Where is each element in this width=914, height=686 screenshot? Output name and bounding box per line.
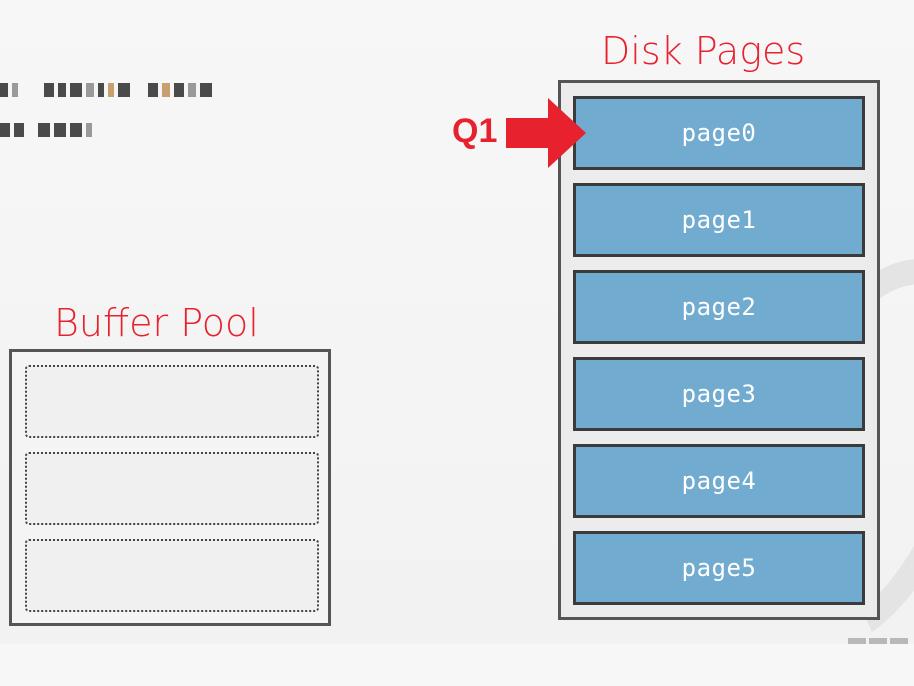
disk-pages-title: Disk Pages <box>601 29 806 73</box>
disk-page-3: page3 <box>573 357 865 431</box>
query-arrow-icon <box>506 98 586 168</box>
disk-page-1: page1 <box>573 183 865 257</box>
query-label: Q1 <box>452 112 498 150</box>
obscured-text-line-2 <box>0 123 92 137</box>
disk-page-4: page4 <box>573 444 865 518</box>
page-label: page1 <box>681 206 757 234</box>
page-label: page3 <box>681 380 757 408</box>
buffer-frame <box>25 365 319 438</box>
disk-page-0: page0 <box>573 96 865 170</box>
page-label: page4 <box>681 467 757 495</box>
page-label: page0 <box>681 119 757 147</box>
page-label: page5 <box>681 554 757 582</box>
obscured-text-line-1 <box>0 83 212 97</box>
buffer-pool-title: Buffer Pool <box>54 301 259 345</box>
buffer-pool <box>9 349 331 626</box>
buffer-frame <box>25 452 319 525</box>
buffer-frame <box>25 539 319 612</box>
disk-page-5: page5 <box>573 531 865 605</box>
disk-page-2: page2 <box>573 270 865 344</box>
disk-pages-container: page0 page1 page2 page3 page4 page5 <box>558 80 880 620</box>
page-label: page2 <box>681 293 757 321</box>
footer-mark <box>848 638 908 644</box>
